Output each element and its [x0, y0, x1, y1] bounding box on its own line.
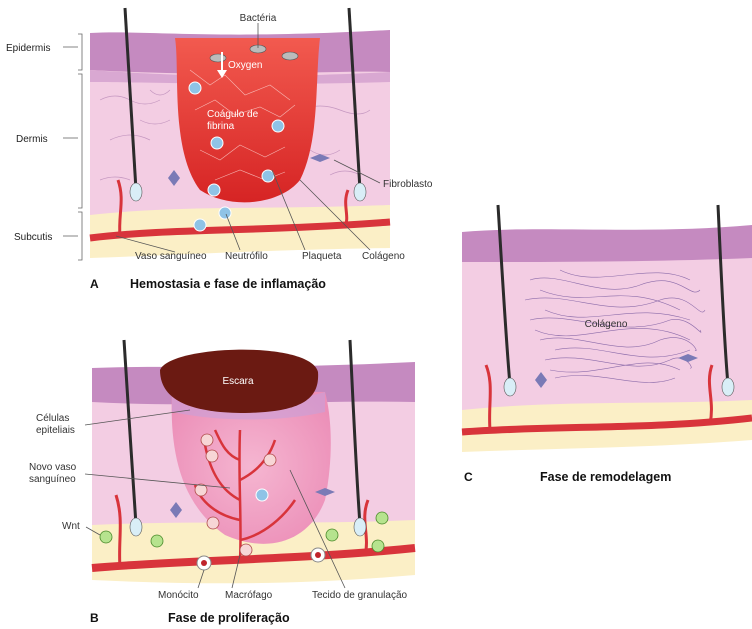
- label-scab: Escara: [222, 376, 254, 387]
- label-bacteria: Bactéria: [240, 13, 277, 24]
- label-new-vessel-1: Novo vaso: [29, 462, 77, 473]
- label-oxygen: Oxygen: [228, 60, 262, 71]
- title-a: Hemostasia e fase de inflamação: [130, 277, 326, 291]
- epidermis-layer-c: [462, 225, 752, 262]
- label-granulation: Tecido de granulação: [312, 590, 408, 601]
- title-b: Fase de proliferação: [168, 611, 290, 625]
- label-epithelial-2: epiteliais: [36, 425, 75, 436]
- layer-brackets: [63, 34, 82, 260]
- label-collagen-a: Colágeno: [362, 251, 405, 262]
- label-clot-line2: fibrina: [207, 121, 235, 132]
- label-neutrophil: Neutrófilo: [225, 251, 268, 262]
- label-macrophage: Macrófago: [225, 590, 273, 601]
- title-c: Fase de remodelagem: [540, 470, 671, 484]
- label-vessel: Vaso sanguíneo: [135, 251, 207, 262]
- label-collagen-c: Colágeno: [585, 319, 628, 330]
- letter-a: A: [90, 277, 99, 291]
- label-new-vessel-2: sanguíneo: [29, 474, 76, 485]
- label-fibroblast: Fibroblasto: [383, 179, 433, 190]
- label-wnt: Wnt: [62, 521, 80, 532]
- label-monocyte: Monócito: [158, 590, 199, 601]
- label-epithelial-1: Células: [36, 413, 69, 424]
- label-epidermis: Epidermis: [6, 43, 50, 54]
- letter-c: C: [464, 470, 473, 484]
- panel-a: [63, 8, 390, 260]
- label-subcutis: Subcutis: [14, 232, 52, 243]
- label-dermis: Dermis: [16, 134, 48, 145]
- letter-b: B: [90, 611, 99, 625]
- label-platelet: Plaqueta: [302, 251, 342, 262]
- label-clot-line1: Coágulo de: [207, 109, 259, 120]
